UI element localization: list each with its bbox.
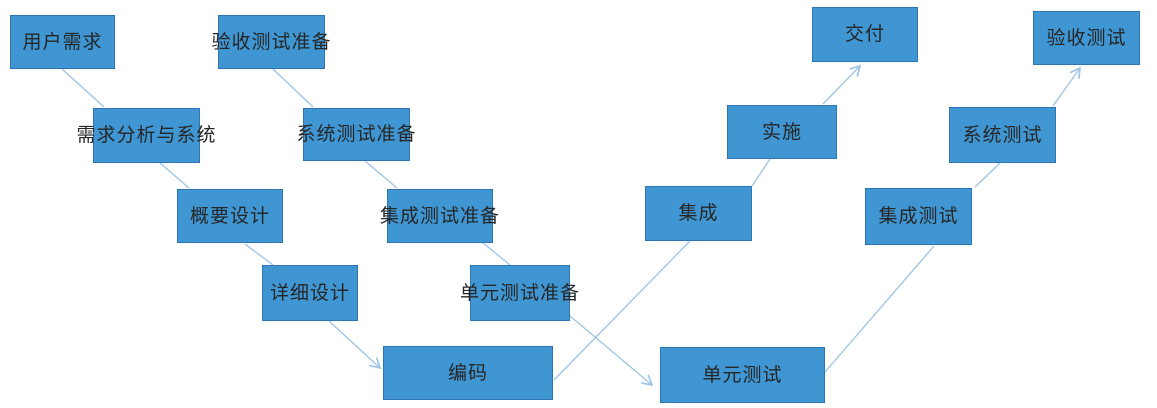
connector-integration-test-to-system-test (974, 162, 1001, 188)
connector-acceptance-test-prep-to-system-test-prep (272, 68, 314, 108)
node-label-unit-test: 单元测试 (702, 363, 783, 386)
node-label-system-test: 系统测试 (962, 123, 1043, 146)
connector-unit-test-prep-to-unit-test (569, 315, 654, 387)
node-system-test-prep[interactable]: 系统测试准备 (297, 108, 416, 161)
connector-user-requirements-to-requirements-analysis (61, 68, 105, 108)
node-outline-design[interactable]: 概要设计 (177, 189, 283, 243)
connector-integration-to-implementation (751, 158, 771, 187)
node-label-integration-test: 集成测试 (878, 205, 959, 227)
node-label-detailed-design: 详细设计 (269, 281, 350, 304)
node-system-test[interactable]: 系统测试 (949, 107, 1056, 163)
node-delivery[interactable]: 交付 (812, 7, 918, 62)
node-acceptance-test-prep[interactable]: 验收测试准备 (212, 15, 331, 69)
node-label-requirements-analysis: 需求分析与系统 (76, 124, 217, 146)
node-label-integration: 集成 (678, 202, 719, 224)
node-detailed-design[interactable]: 详细设计 (262, 265, 358, 321)
node-integration-test-prep[interactable]: 集成测试准备 (380, 189, 499, 243)
connector-integration-test-prep-to-unit-test-prep (481, 241, 511, 266)
node-label-outline-design: 概要设计 (189, 204, 270, 227)
connector-unit-test-to-integration-test (824, 245, 935, 373)
node-requirements-analysis[interactable]: 需求分析与系统 (77, 108, 216, 163)
connector-system-test-to-acceptance-test (1052, 66, 1081, 107)
node-unit-test[interactable]: 单元测试 (660, 347, 825, 403)
connector-system-test-prep-to-integration-test-prep (364, 160, 398, 189)
connector-detailed-design-to-coding (328, 320, 382, 370)
node-acceptance-test[interactable]: 验收测试 (1033, 11, 1140, 65)
node-unit-test-prep[interactable]: 单元测试准备 (460, 265, 579, 321)
node-label-coding: 编码 (447, 361, 488, 384)
connector-implementation-to-delivery (822, 64, 862, 105)
node-label-system-test-prep: 系统测试准备 (296, 123, 417, 145)
connector-requirements-analysis-to-outline-design (159, 162, 190, 189)
node-label-delivery: 交付 (844, 23, 885, 45)
node-coding[interactable]: 编码 (383, 346, 553, 400)
node-user-requirements[interactable]: 用户需求 (10, 15, 115, 69)
connector-outline-design-to-detailed-design (244, 243, 274, 266)
node-label-user-requirements: 用户需求 (22, 30, 103, 53)
node-label-acceptance-test-prep: 验收测试准备 (211, 30, 332, 53)
node-label-acceptance-test: 验收测试 (1046, 26, 1127, 49)
node-label-implementation: 实施 (761, 120, 802, 143)
node-implementation[interactable]: 实施 (727, 105, 837, 159)
node-integration-test[interactable]: 集成测试 (865, 188, 972, 245)
node-label-integration-test-prep: 集成测试准备 (380, 204, 501, 227)
node-label-unit-test-prep: 单元测试准备 (460, 281, 581, 304)
node-integration[interactable]: 集成 (645, 186, 752, 241)
